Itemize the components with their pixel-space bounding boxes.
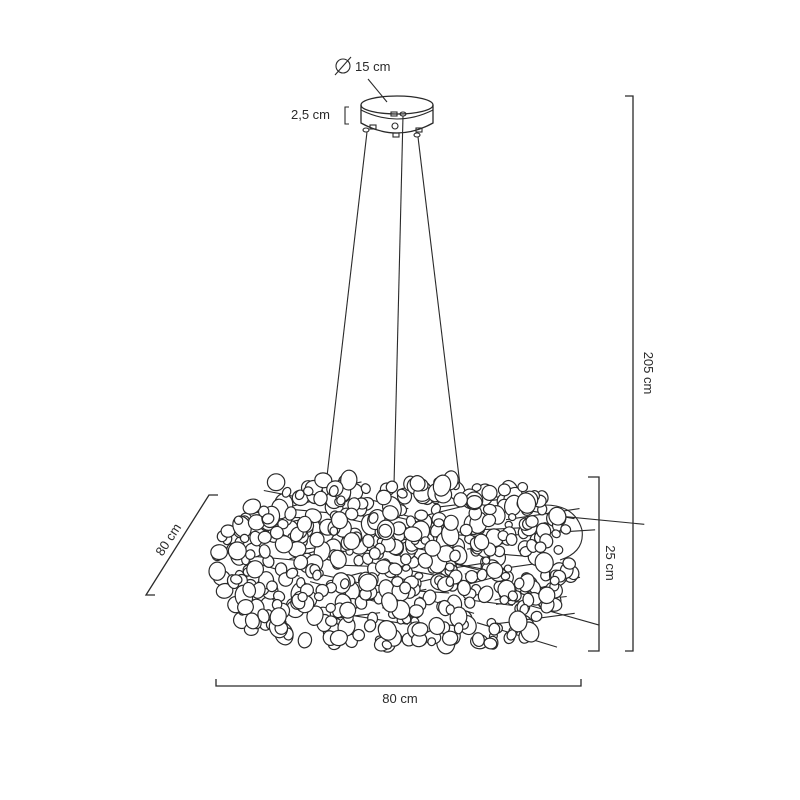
canopy-height-text: 2,5 cm [291,107,330,122]
canopy-height-label: 2,5 cm [291,106,349,125]
bubble-cluster-shade [208,469,645,655]
canopy-diameter-label: 15 cm [334,56,390,103]
ceiling-canopy [360,95,434,138]
canopy-height-bracket [344,106,349,125]
shade-depth-dimension: 80 cm [144,494,218,596]
shade-width-text: 80 cm [382,691,417,706]
shade-width-dimension: 80 cm [215,679,582,706]
diameter-leader-line [367,78,388,103]
shade-height-dimension: 25 cm [588,476,618,652]
shade-depth-text: 80 cm [152,521,184,559]
canopy-diameter-text: 15 cm [355,59,390,74]
total-height-dimension: 205 cm [625,95,656,652]
shade-height-text: 25 cm [603,545,618,580]
total-height-text: 205 cm [641,352,656,395]
diameter-icon [334,56,352,76]
suspension-wires [325,115,461,486]
